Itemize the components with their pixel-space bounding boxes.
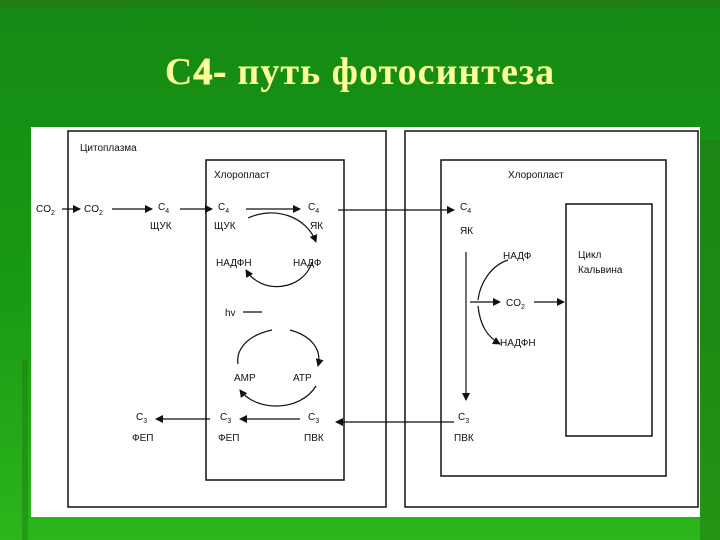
co2-calvin-label: CO2 <box>506 298 525 311</box>
arrow-atp-cycle-bottom <box>239 385 317 407</box>
cytoplasm-box <box>67 130 387 508</box>
title-c4-emphasis: 4- <box>193 51 228 94</box>
mesophyll-chloroplast-box <box>205 159 345 481</box>
background-stripe <box>700 140 720 540</box>
nadf-right-label: НАДФ <box>503 251 532 262</box>
amp-label: АМР <box>234 373 256 384</box>
co2-outside-label: CO2 <box>36 204 55 217</box>
shchuk-cytoplasm-label: ЩУК <box>150 221 172 232</box>
chloroplast-bundle-label: Хлоропласт <box>508 170 564 181</box>
atp-label: АТР <box>293 373 312 384</box>
nadf-left-label: НАДФ <box>293 258 322 269</box>
c3-fep-cytoplasm-label: C3 <box>136 412 147 425</box>
title-prefix: C <box>164 51 194 93</box>
calvin-cycle-label-line1: Цикл <box>578 250 601 261</box>
title-rest: путь фотосинтеза <box>227 51 556 93</box>
fep-cytoplasm-label: ФЕП <box>132 433 153 444</box>
arrow-atp-cycle-top <box>237 329 273 365</box>
nadfh-right-label: НАДФН <box>500 338 536 349</box>
background-stripe <box>0 0 720 8</box>
c4-bundle-label: C4 <box>460 202 471 215</box>
hv-label: hv <box>225 308 236 319</box>
shchuk-chloroplast-label: ЩУК <box>214 221 236 232</box>
chloroplast-mesophyll-label: Хлоропласт <box>214 170 270 181</box>
calvin-cycle-label-line2: Кальвина <box>578 265 623 276</box>
pvk-bundle-label: ПВК <box>454 433 474 444</box>
arrow-nadph-regeneration-bottom <box>477 305 501 345</box>
calvin-cycle-box <box>565 203 653 437</box>
arrow-nadph-regeneration-top <box>477 259 509 301</box>
c3-pvk-chloroplast-label: C3 <box>308 412 319 425</box>
cytoplasm-label: Цитоплазма <box>80 143 137 154</box>
co2-cytoplasm-label: CO2 <box>84 204 103 217</box>
nadfh-left-label: НАДФН <box>216 258 252 269</box>
c4-cytoplasm-label: C4 <box>158 202 169 215</box>
yak-bundle-label: ЯК <box>460 226 473 237</box>
slide-title: C4- путь фотосинтеза <box>0 50 720 94</box>
arrow-nadph-cycle-bottom <box>245 261 313 288</box>
bundle-chloroplast-box <box>440 159 667 477</box>
c3-fep-chloroplast-label: C3 <box>220 412 231 425</box>
diagram-panel <box>31 127 700 517</box>
c4-yak-chloroplast-label: C4 <box>308 202 319 215</box>
c4-shchuk-chloroplast-label: C4 <box>218 202 229 215</box>
yak-chloroplast-label: ЯК <box>310 221 323 232</box>
bundle-sheath-cell-box <box>404 130 699 508</box>
arrow-atp-cycle-right <box>289 329 324 367</box>
background-stripe <box>22 360 28 540</box>
arrow-nadph-cycle-top <box>247 212 318 243</box>
fep-chloroplast-label: ФЕП <box>218 433 239 444</box>
c3-pvk-bundle-label: C3 <box>458 412 469 425</box>
pvk-chloroplast-label: ПВК <box>304 433 324 444</box>
